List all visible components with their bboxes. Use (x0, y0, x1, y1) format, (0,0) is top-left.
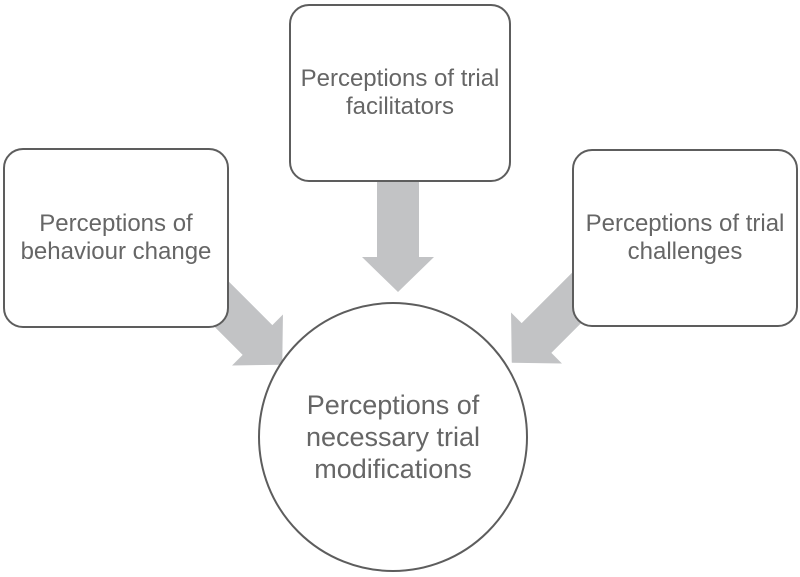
arrow-down-icon (362, 181, 434, 292)
node-trial-facilitators-label: Perceptions of trial facilitators (300, 65, 500, 120)
node-trial-facilitators: Perceptions of trial facilitators (289, 4, 511, 182)
node-behaviour-change-label: Perceptions of behaviour change (20, 210, 212, 265)
node-trial-challenges-label: Perceptions of trial challenges (585, 210, 785, 265)
node-necessary-trial-modifications-label: Perceptions of necessary trial modificat… (305, 390, 481, 484)
node-trial-challenges: Perceptions of trial challenges (572, 149, 798, 327)
node-necessary-trial-modifications: Perceptions of necessary trial modificat… (258, 302, 528, 572)
node-behaviour-change: Perceptions of behaviour change (3, 148, 229, 328)
